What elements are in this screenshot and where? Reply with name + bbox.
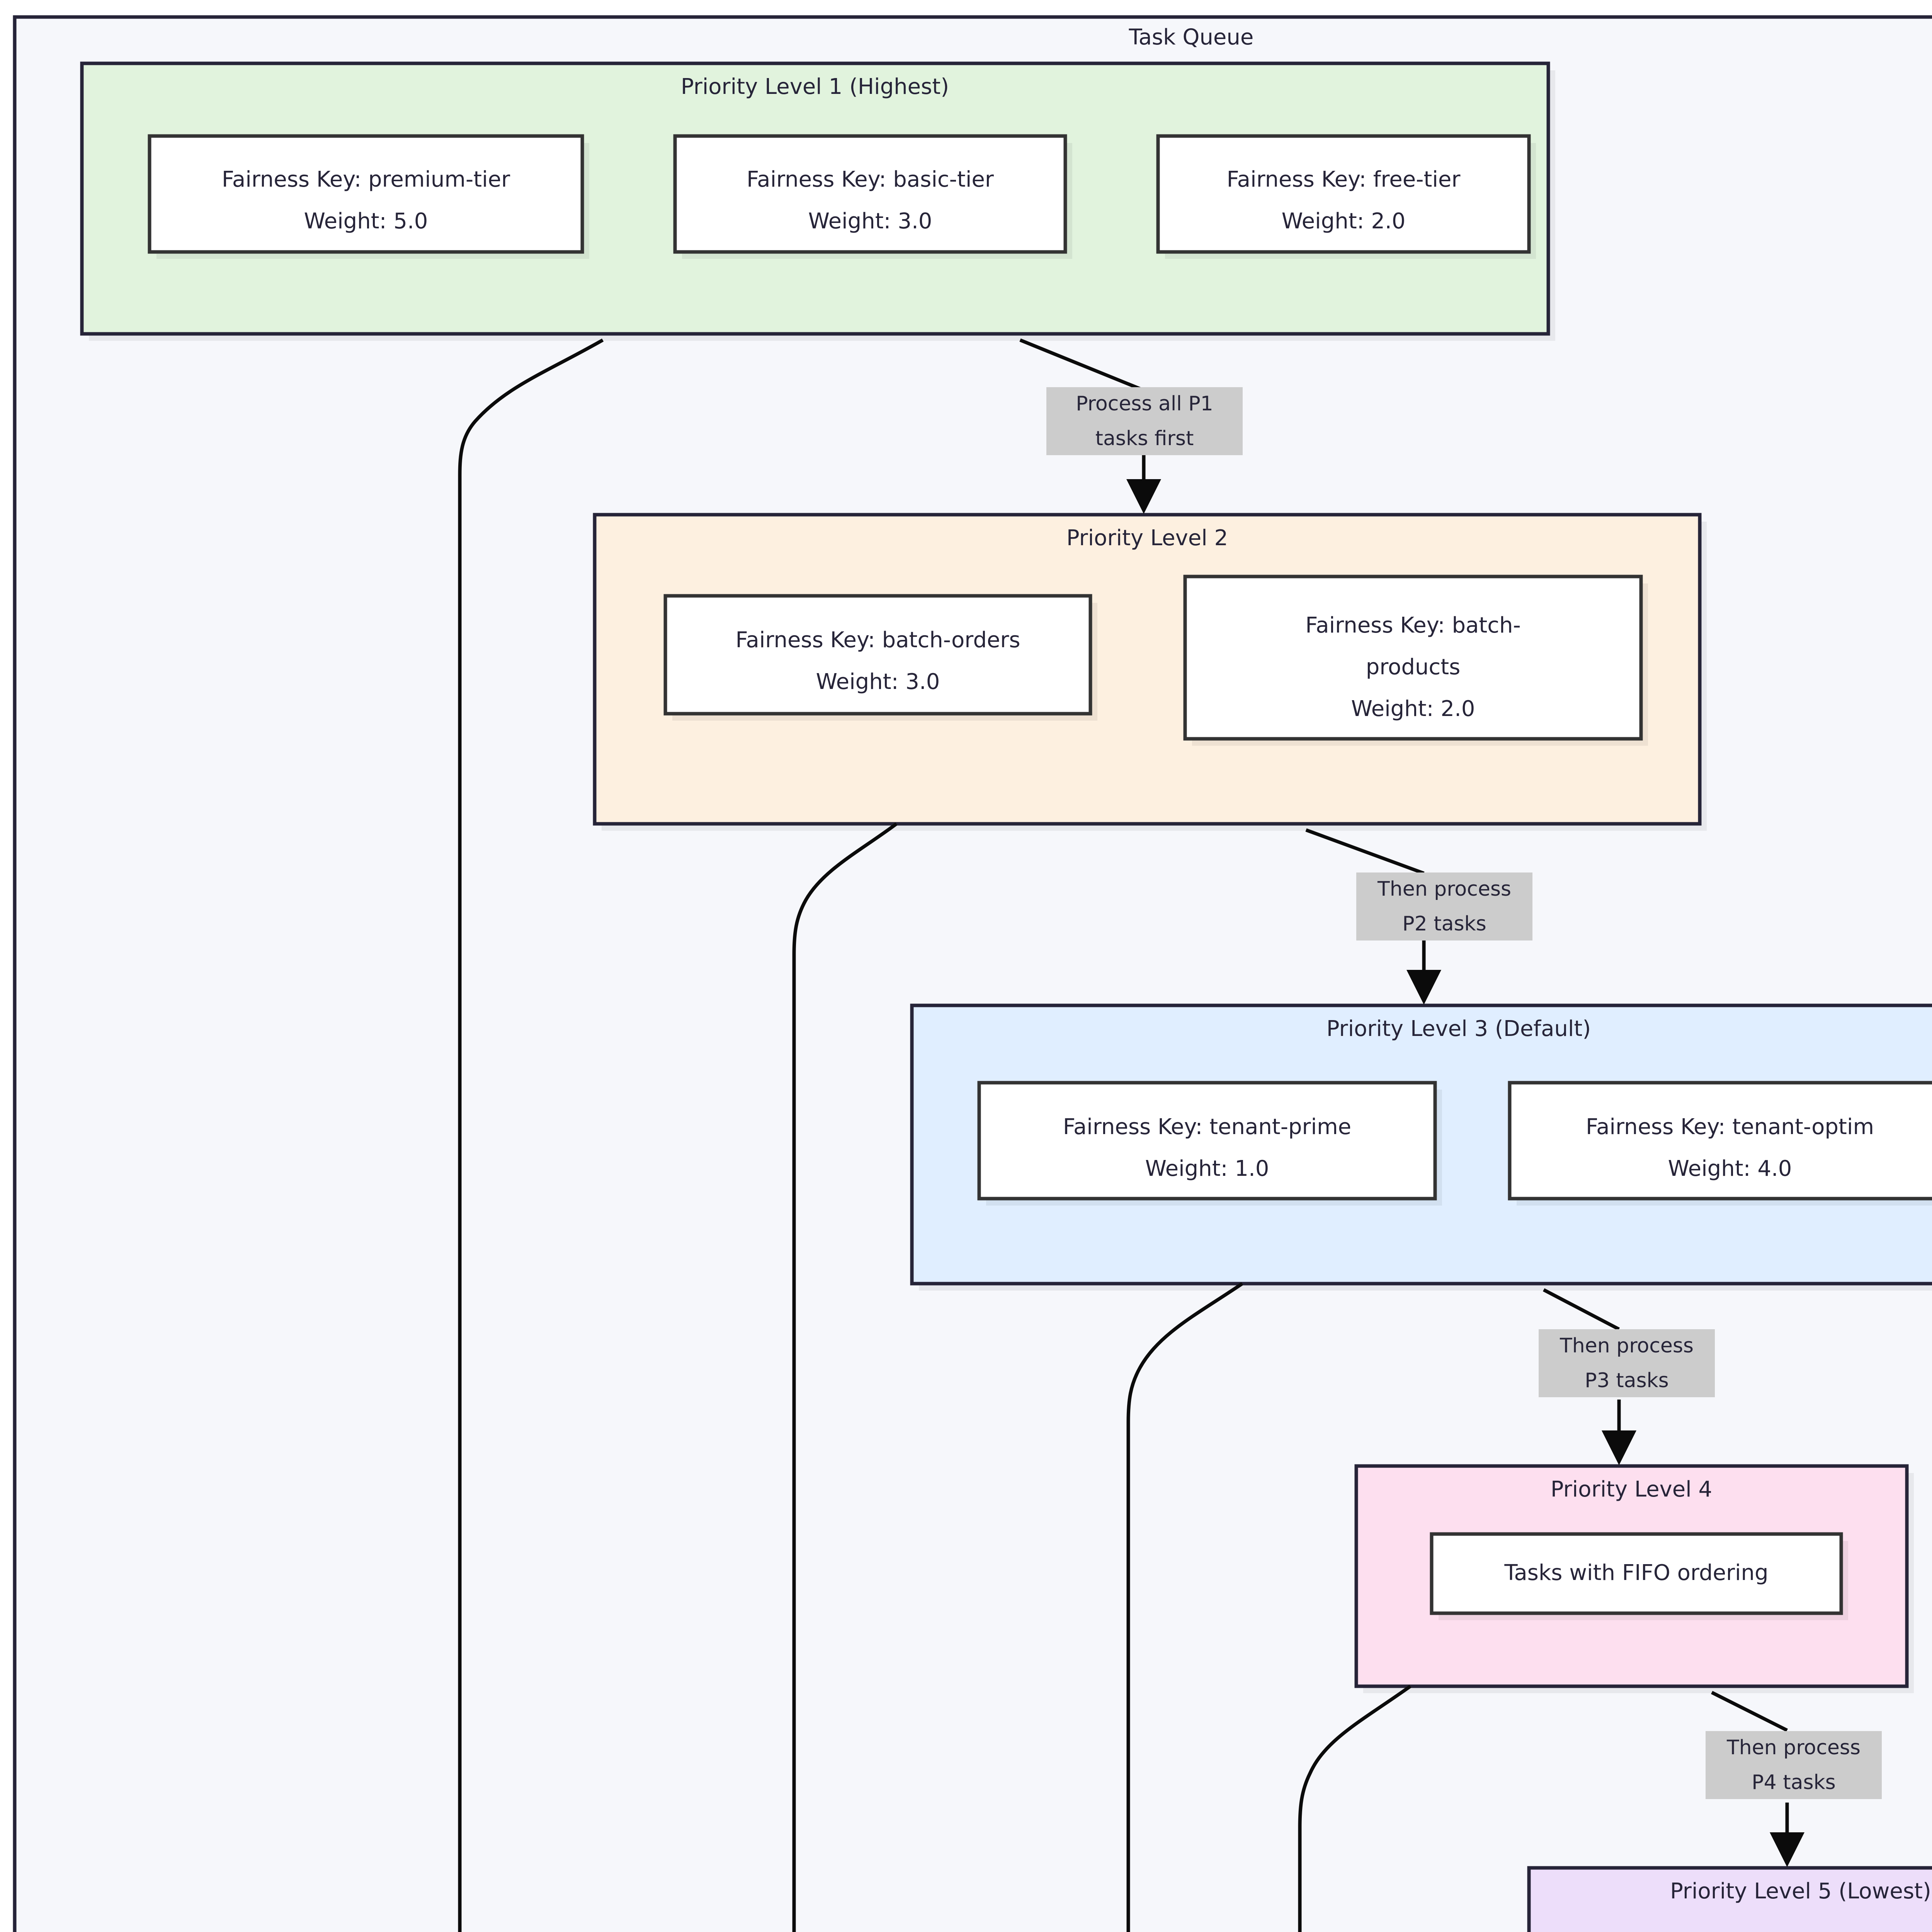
fairness-key-label-wrap: products (1366, 655, 1461, 680)
priority-2-title: Priority Level 2 (1066, 526, 1228, 551)
edge-p2-to-workers (792, 822, 898, 1932)
fairness-key-label: Fairness Key: tenant-prime (1063, 1114, 1351, 1139)
fairness-node-tenant-prime[interactable] (977, 1081, 1437, 1201)
fairness-weight-label: Weight: 3.0 (808, 209, 932, 234)
fairness-weight-label: Weight: 1.0 (1145, 1156, 1269, 1181)
arrowhead-icon (1770, 1832, 1804, 1867)
fairness-weight-label: Weight: 2.0 (1282, 209, 1406, 234)
arrowhead-icon (1602, 1430, 1636, 1465)
edge-p3-to-p4 (1543, 1288, 1620, 1331)
edge-p2-to-p3 (1305, 828, 1425, 875)
arrowhead-icon (1126, 479, 1161, 514)
fairness-node-basic-tier[interactable] (673, 134, 1067, 254)
edge-label-line2: P4 tasks (1752, 1771, 1836, 1794)
fairness-key-label: Fairness Key: premium-tier (222, 167, 510, 192)
arrowhead-icon (1406, 970, 1441, 1005)
edge-label-line2: tasks first (1095, 427, 1194, 450)
fairness-key-label: Fairness Key: tenant-optim (1586, 1114, 1874, 1139)
edge-label-line2: P3 tasks (1585, 1369, 1669, 1392)
fairness-weight-label: Weight: 3.0 (816, 669, 940, 694)
fairness-key-label: Fairness Key: basic-tier (747, 167, 994, 192)
fairness-node-batch-products[interactable] (1183, 575, 1643, 741)
edge-label-bg (1356, 872, 1532, 940)
edge-label-bg (1539, 1329, 1715, 1397)
edge-p1-to-workers (458, 338, 604, 1932)
fairness-key-label: Fairness Key: batch- (1305, 613, 1521, 638)
edge-label-line2: P2 tasks (1402, 912, 1486, 935)
edge-label-line1: Then process (1726, 1736, 1861, 1759)
fifo-node-p4[interactable] (1430, 1532, 1843, 1615)
fairness-key-label: Fairness Key: batch-orders (735, 628, 1020, 653)
fairness-key-label: Fairness Key: free-tier (1227, 167, 1461, 192)
edge-label-line1: Process all P1 (1076, 392, 1213, 415)
fairness-weight-label: Weight: 4.0 (1668, 1156, 1792, 1181)
edge-label-line1: Then process (1560, 1334, 1694, 1357)
edge-p3-to-workers (1126, 1282, 1243, 1932)
fairness-weight-label: Weight: 2.0 (1351, 696, 1475, 721)
fifo-node-label: Tasks with FIFO ordering (1504, 1560, 1768, 1585)
fairness-node-free-tier[interactable] (1156, 134, 1531, 254)
priority-1-title: Priority Level 1 (Highest) (681, 74, 949, 99)
fairness-node-premium-tier[interactable] (148, 134, 584, 254)
priority-3-title: Priority Level 3 (Default) (1327, 1016, 1591, 1041)
fairness-weight-label: Weight: 5.0 (304, 209, 428, 234)
priority-5-cluster (1527, 1866, 1932, 1932)
edge-label-bg (1046, 387, 1243, 455)
edge-label-bg (1706, 1731, 1882, 1799)
edge-label-line1: Then process (1377, 878, 1511, 901)
edge-p4-to-p5 (1711, 1690, 1788, 1732)
task-queue-title: Task Queue (1129, 25, 1254, 50)
fairness-node-batch-orders[interactable] (663, 594, 1092, 716)
priority-4-title: Priority Level 4 (1551, 1477, 1712, 1502)
priority-5-title: Priority Level 5 (Lowest) (1670, 1879, 1931, 1904)
fairness-node-tenant-optim[interactable] (1508, 1081, 1932, 1201)
edge-p4-to-workers (1298, 1685, 1412, 1932)
edge-p1-to-p2 (1019, 338, 1145, 392)
